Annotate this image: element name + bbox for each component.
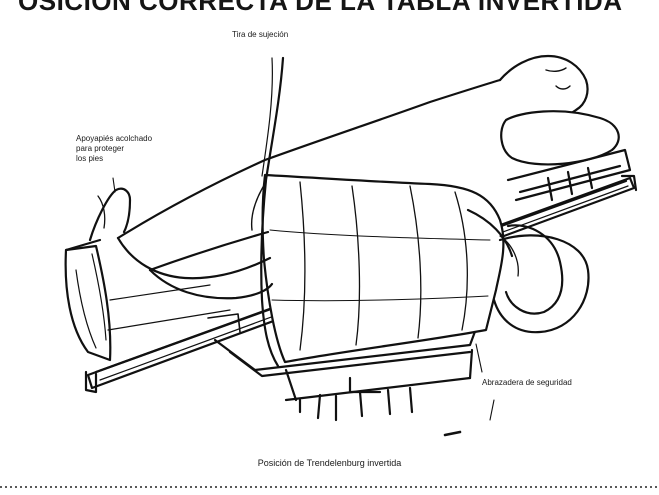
label-hose: Tira de sujeción [232, 30, 288, 40]
label-foot-pad: Apoyapiés acolchado para proteger los pi… [76, 134, 186, 164]
figure-caption: Posición de Trendelenburg invertida [0, 458, 659, 468]
patient-legs [90, 189, 272, 299]
scan-artifact-line [0, 484, 659, 490]
label-safety-belt: Abrazadera de seguridad [482, 378, 572, 388]
body-drape [263, 175, 504, 362]
